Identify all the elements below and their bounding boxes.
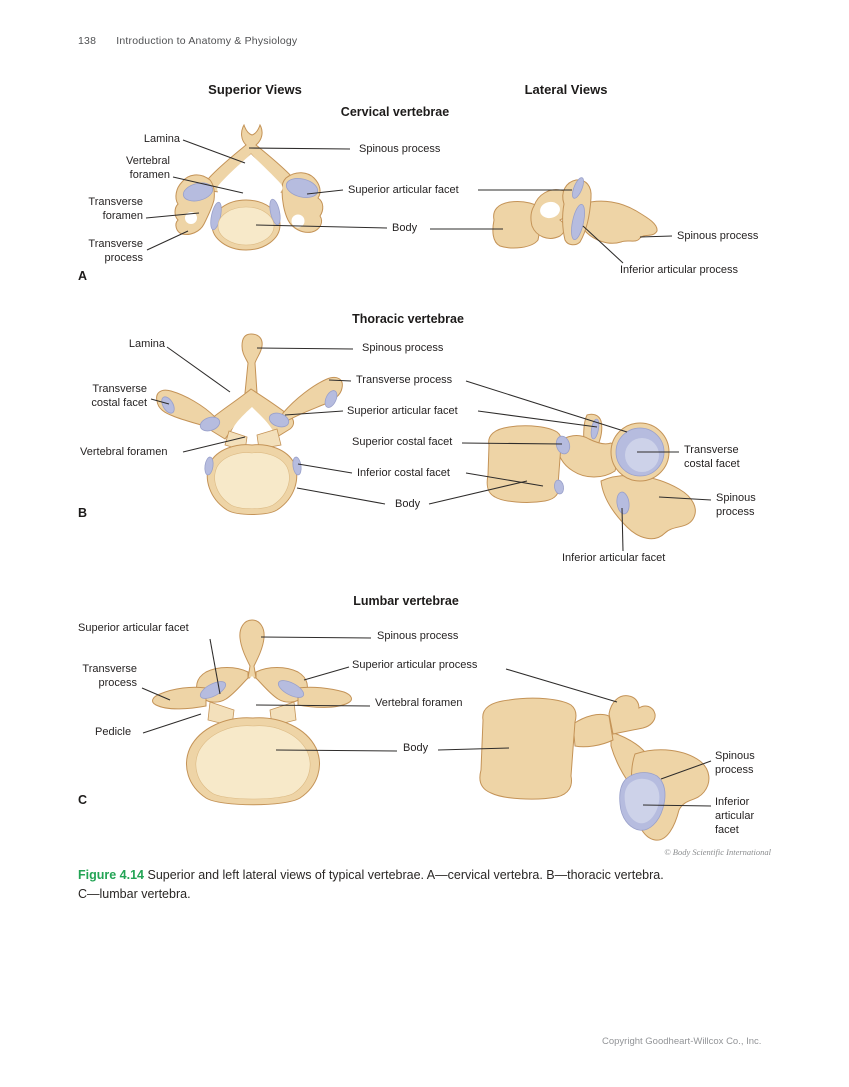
label-thoracic-inferior-costal-facet: Inferior costal facet	[357, 467, 450, 479]
label-thoracic-superior-costal-facet: Superior costal facet	[352, 436, 453, 448]
label-cervical-spinous-process: Spinous process	[359, 143, 441, 155]
lumbar-title: Lumbar vertebrae	[353, 594, 459, 608]
label-thoracic-lateral-inferior-articular-facet: Inferior articular facet	[562, 552, 666, 564]
label-lumbar-pedicle: Pedicle	[95, 726, 132, 738]
thoracic-lateral-illustration	[486, 413, 696, 540]
label-thoracic-superior-articular-facet: Superior articular facet	[347, 405, 458, 417]
figure-caption: Figure 4.14 Superior and left lateral vi…	[78, 866, 798, 903]
label-thoracic-transverse-process: Transverse process	[356, 374, 453, 386]
label-lumbar-lateral-spinous-process: Spinous process	[715, 750, 755, 776]
label-thoracic-lateral-spinous-process: Spinous process	[716, 492, 756, 518]
marker-b: B	[78, 506, 88, 520]
lumbar-superior-illustration	[152, 619, 352, 806]
cervical-superior-illustration	[174, 124, 324, 251]
lateral-views-heading: Lateral Views	[524, 82, 608, 97]
image-credit: © Body Scientific International	[664, 847, 771, 857]
chapter-title: Introduction to Anatomy & Physiology	[116, 35, 298, 47]
label-cervical-lamina: Lamina	[143, 133, 180, 145]
label-lumbar-vertebral-foramen: Vertebral foramen	[375, 697, 463, 709]
label-cervical-inferior-articular-process: Inferior articular process	[620, 264, 738, 276]
label-thoracic-spinous-process: Spinous process	[362, 342, 444, 354]
label-lumbar-transverse-process: Transverse process	[82, 663, 137, 689]
caption-line2: C—lumbar vertebra.	[78, 886, 191, 901]
label-lumbar-lateral-inferior-articular-facet: Inferior articular facet	[715, 796, 755, 836]
label-cervical-vertebral-foramen: Vertebral foramen	[125, 155, 170, 181]
label-cervical-superior-articular-facet: Superior articular facet	[348, 184, 459, 196]
label-lumbar-spinous-process: Spinous process	[377, 630, 459, 642]
cervical-lateral-illustration	[492, 177, 658, 249]
label-lumbar-superior-articular-facet: Superior articular facet	[78, 622, 189, 634]
label-thoracic-transverse-costal-facet: Transverse costal facet	[91, 383, 147, 409]
marker-a: A	[78, 269, 88, 283]
label-thoracic-body: Body	[395, 498, 421, 510]
cervical-title: Cervical vertebrae	[340, 105, 450, 119]
label-cervical-lateral-spinous-process: Spinous process	[677, 230, 759, 242]
marker-c: C	[78, 793, 88, 807]
running-head: 138 Introduction to Anatomy & Physiology	[78, 35, 297, 47]
thoracic-title: Thoracic vertebrae	[352, 312, 464, 326]
label-thoracic-lamina: Lamina	[128, 338, 165, 350]
footer-copyright: Copyright Goodheart-Willcox Co., Inc.	[602, 1036, 762, 1047]
label-lumbar-superior-articular-process: Superior articular process	[352, 659, 478, 671]
label-thoracic-lateral-transverse-costal-facet: Transverse costal facet	[684, 444, 740, 470]
label-cervical-body: Body	[392, 222, 418, 234]
caption-line1: Superior and left lateral views of typic…	[147, 868, 664, 882]
superior-views-heading: Superior Views	[208, 82, 302, 97]
label-lumbar-body: Body	[403, 742, 429, 754]
thoracic-superior-illustration	[156, 333, 343, 515]
label-cervical-transverse-foramen: Transverse foramen	[88, 196, 143, 222]
label-cervical-transverse-process: Transverse process	[88, 238, 143, 264]
label-thoracic-vertebral-foramen: Vertebral foramen	[80, 446, 168, 458]
figure-number: Figure 4.14	[78, 868, 144, 882]
page-number: 138	[78, 35, 97, 47]
lumbar-lateral-illustration	[479, 695, 710, 841]
